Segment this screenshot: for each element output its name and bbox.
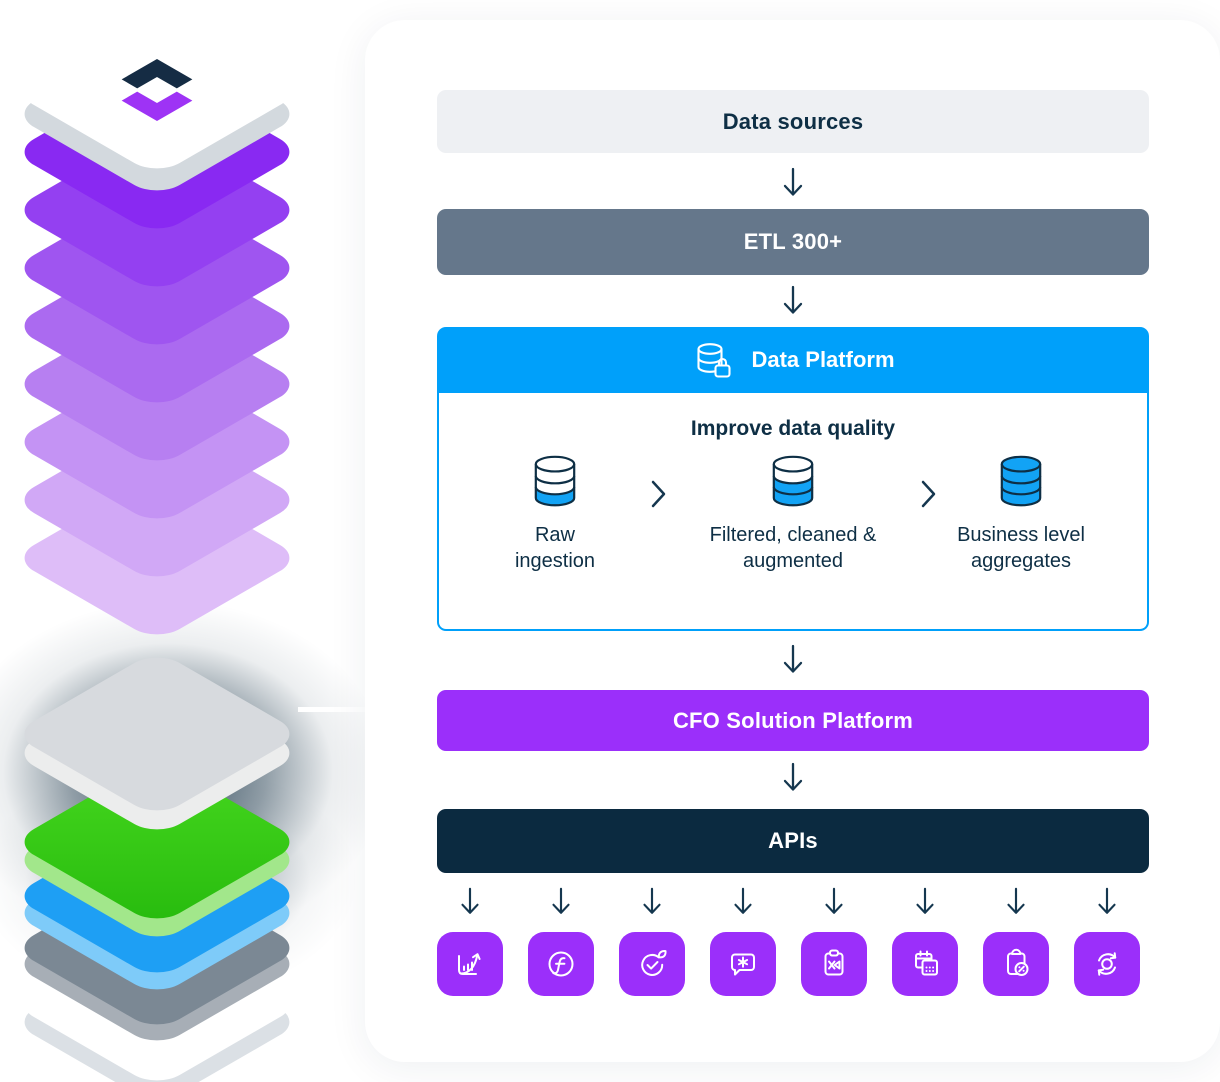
down-arrow-icon [550,886,572,918]
comment-star-icon [731,953,755,976]
stack-svg [0,7,388,1082]
api-tile [710,932,776,996]
down-arrow-icon [1096,886,1118,918]
chevron-right-icon [921,480,936,508]
tax-clipboard-icon [1007,948,1029,976]
api-tile [1074,932,1140,996]
cfo-solution-platform-bar: CFO Solution Platform [437,690,1149,751]
stage-label: Raw ingestion [514,524,596,572]
api-tile [619,932,685,996]
database-one-third-icon [534,455,576,507]
down-arrow-icon [914,886,936,918]
database-two-thirds-icon [772,455,814,507]
data-sources-bar: Data sources [437,90,1149,153]
api-tile [801,932,867,996]
down-arrow-icon [459,886,481,918]
database-lock-icon [697,343,732,378]
down-arrow-icon [782,761,804,795]
improve-data-quality-title: Improve data quality [690,417,896,440]
etl-bar: ETL 300+ [437,209,1149,275]
down-arrow-icon [782,166,804,200]
etl-label: ETL 300+ [743,229,843,254]
down-arrow-icon [782,643,804,677]
stack-card-connector-line [298,707,370,712]
api-tile [983,932,1049,996]
cfo-platform-label: CFO Solution Platform [672,707,914,733]
stage-label: Filtered, cleaned & augmented [709,524,877,572]
api-tile [437,932,503,996]
chevron-right-icon [651,480,666,508]
performance-chart-icon [458,953,481,975]
layered-stack-illustration [0,0,388,1082]
stack-top-tile [11,7,303,199]
calendar-icon [915,950,938,976]
down-arrow-icon [732,886,754,918]
database-full-icon [1000,455,1042,507]
api-tile [892,932,958,996]
down-arrow-icon [1005,886,1027,918]
stage-raw-ingestion: Raw ingestion [445,455,665,574]
apis-bar: APIs [437,809,1149,873]
down-arrow-icon [641,886,663,918]
data-platform-label: Data Platform [751,347,895,372]
architecture-card: Data sources ETL 300+ [365,20,1220,1062]
stage-business-aggregates: Business level aggregates [911,455,1131,574]
data-sources-label: Data sources [722,108,864,134]
stage-label: Business level aggregates [957,524,1085,572]
esg-leaf-check-icon [641,950,667,976]
data-platform-header: Data Platform [437,327,1149,393]
consolidation-clipboard-icon [824,949,844,976]
down-arrow-icon [782,284,804,318]
data-platform-box: Data Platform Improve data quality Raw i… [437,327,1149,631]
api-tile [528,932,594,996]
sync-icon [1097,952,1117,976]
brand-logo-icon [121,58,193,122]
stage-filtered-cleaned: Filtered, cleaned & augmented [683,455,903,574]
function-icon [548,951,574,977]
down-arrow-icon [823,886,845,918]
apis-label: APIs [768,828,818,853]
data-platform-body: Improve data quality Raw ingestion [437,393,1149,631]
